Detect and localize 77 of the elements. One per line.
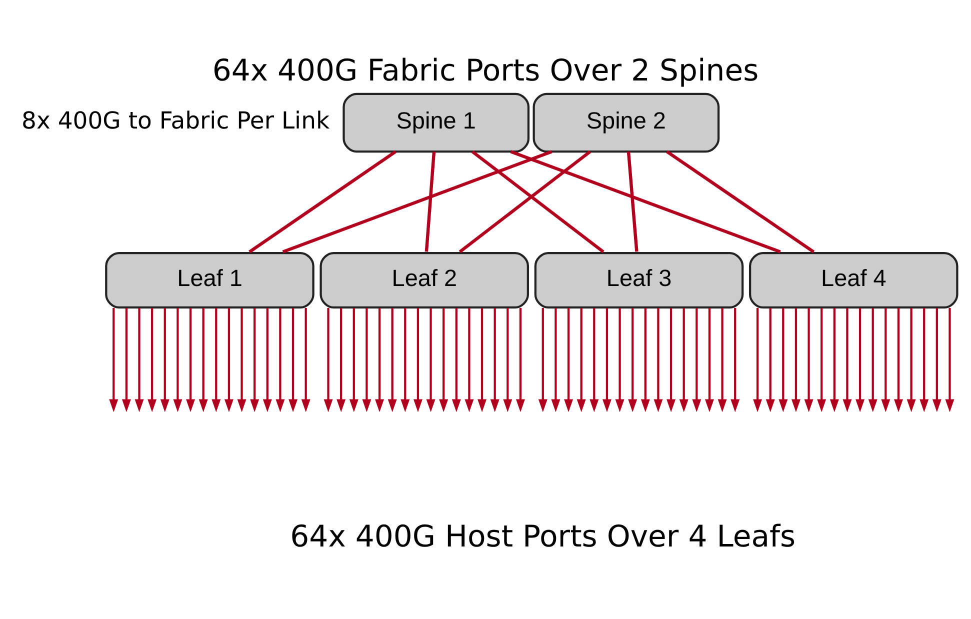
arrow [452,308,461,412]
caption: 64x 400G Host Ports Over 4 Leafs [290,518,796,554]
connector [666,150,815,253]
arrow [122,308,131,412]
diagram-title: 64x 400G Fabric Ports Over 2 Spines [212,52,759,88]
connector [248,150,397,253]
arrow [894,308,903,412]
connector [458,150,592,253]
arrow [679,308,688,412]
arrow [375,308,384,412]
arrow [906,308,916,412]
arrow [388,308,397,412]
arrow [490,308,500,412]
arrow [704,308,714,412]
arrow [198,308,208,412]
arrow [868,308,878,412]
arrow [400,308,410,412]
arrow [109,308,118,412]
connector [282,150,552,253]
arrow [148,308,157,412]
arrow [288,308,298,412]
arrow [692,308,702,412]
arrow [932,308,942,412]
arrow [666,308,676,412]
arrow [602,308,612,412]
arrow [439,308,448,412]
arrow [920,308,929,412]
arrow [842,308,852,412]
label: 8x 400G to Fabric Per Link [22,106,330,134]
node-box: Spine 2 [532,92,720,152]
arrow [413,308,422,412]
arrow [186,308,195,412]
arrow [564,308,574,412]
node-box: Spine 1 [342,92,530,152]
arrow [718,308,727,412]
arrow [856,308,865,412]
arrow [262,308,272,412]
arrow [237,308,246,412]
arrow [516,308,525,412]
arrow [551,308,560,412]
arrow [817,308,826,412]
arrow [301,308,310,412]
arrow [766,308,775,412]
arrow [945,308,954,412]
arrow [778,308,788,412]
arrow [426,308,436,412]
arrow [615,308,624,412]
arrow [276,308,285,412]
arrow [538,308,548,412]
arrow [654,308,663,412]
arrow [791,308,800,412]
connector [510,150,781,253]
arrow [730,308,740,412]
arrow [212,308,221,412]
arrow [478,308,487,412]
arrow [628,308,638,412]
arrow [336,308,346,412]
arrow [349,308,358,412]
arrow [250,308,260,412]
arrow [804,308,814,412]
arrow [640,308,650,412]
arrow [134,308,144,412]
arrow [881,308,890,412]
connector [626,150,638,252]
arrow [324,308,333,412]
arrow [753,308,762,412]
arrow [173,308,182,412]
arrow [160,308,170,412]
arrow [362,308,372,412]
arrow [830,308,839,412]
arrow [224,308,234,412]
arrow [503,308,512,412]
connector [471,150,604,253]
arrow [464,308,474,412]
arrow [590,308,599,412]
connector [424,150,436,252]
arrow [576,308,586,412]
